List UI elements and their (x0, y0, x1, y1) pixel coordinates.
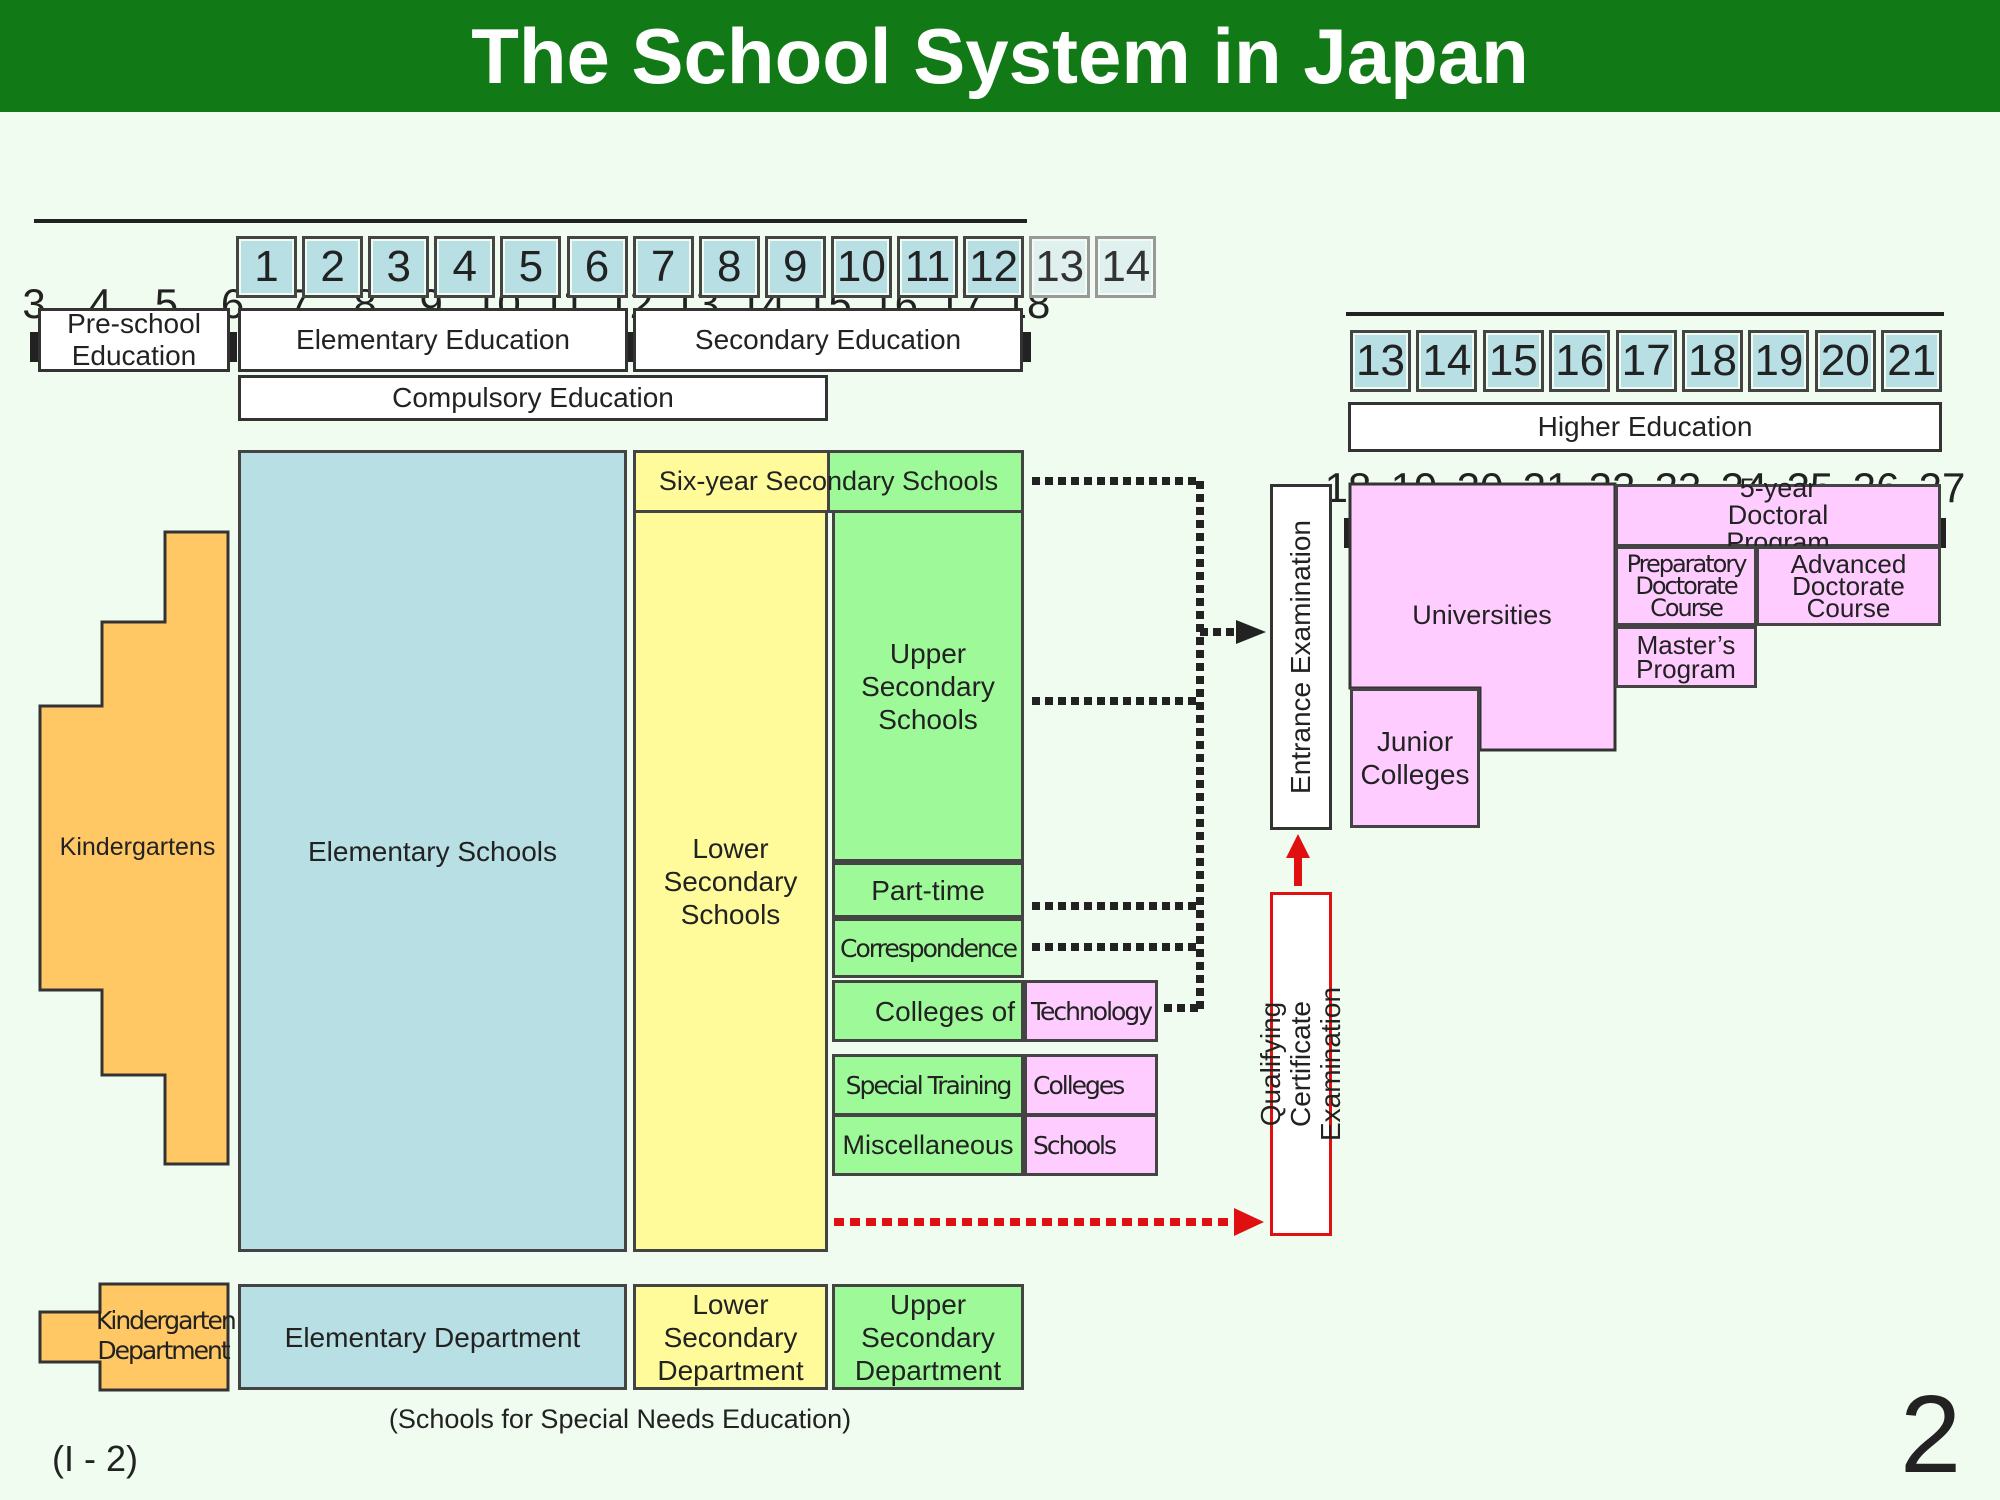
top-age-tick (30, 332, 38, 362)
top-age-tick (625, 332, 634, 362)
special-needs-caption: (Schools for Special Needs Education) (388, 1404, 852, 1434)
top-grade-box: 11 (897, 236, 958, 298)
top-age-tick (228, 332, 237, 362)
higher-age-tick (1938, 518, 1946, 548)
elementary-department-block: Elementary Department (238, 1284, 627, 1390)
higher-grade-box: 19 (1748, 330, 1810, 392)
technology-label: Technology (1030, 996, 1153, 1026)
kindergarten-department-shape (38, 1282, 230, 1392)
title-bar: The School System in Japan (0, 0, 2000, 112)
masters-program-block: Master’s Program (1615, 626, 1757, 688)
higher-grade-box: 21 (1881, 330, 1943, 392)
special-training-colleges-block: Colleges (1024, 1054, 1158, 1116)
higher-grade-box: 18 (1682, 330, 1743, 392)
elementary-education-label: Elementary Education (238, 308, 628, 372)
qualifying-exam-arrowhead (1234, 1208, 1264, 1236)
higher-grade-box: 14 (1416, 330, 1478, 392)
higher-grade-box: 20 (1814, 330, 1876, 392)
lower-secondary-schools-block: Lower Secondary Schools (633, 510, 828, 1252)
special-training-label: Special Training (845, 1070, 1013, 1100)
preparatory-doctorate-block: Preparatory Doctorate Course (1615, 546, 1757, 626)
qualifying-to-entrance-arrowhead (1286, 834, 1310, 858)
top-grade-box: 2 (302, 236, 364, 298)
upper-secondary-schools-block: Upper Secondary Schools (832, 510, 1024, 862)
colleges-of-technology-right: Technology (1024, 980, 1158, 1042)
miscellaneous-label: Miscellaneous (842, 1129, 1014, 1160)
higher-age-tick (1344, 518, 1352, 548)
junior-colleges-label: Junior Colleges (1360, 726, 1470, 790)
top-grade-box: 10 (830, 236, 892, 298)
six-year-secondary-left (633, 450, 830, 513)
page-number: 2 (1900, 1373, 1962, 1496)
lower-secondary-schools-label: Lower Secondary Schools (663, 832, 798, 930)
part-time-block: Part-time (832, 862, 1024, 918)
higher-grade-box: 13 (1350, 330, 1411, 392)
preschool-education-label: Pre-school Education (38, 308, 230, 372)
kindergartens-label: Kindergartens (59, 833, 216, 861)
higher-grade-box: 16 (1549, 330, 1611, 392)
colleges-label: Colleges (1033, 1070, 1125, 1100)
higher-grade-box: 15 (1482, 330, 1544, 392)
higher-grade-box: 17 (1615, 330, 1677, 392)
top-grade-box: 3 (368, 236, 430, 298)
colleges-of-label: Colleges of (874, 995, 1015, 1027)
qualifying-certificate-examination-box: Qualifying Certificate Examination (1255, 892, 1346, 1236)
top-grade-box: 7 (632, 236, 694, 298)
lower-secondary-department-label: Lower Secondary Department (657, 1288, 804, 1386)
elementary-department-label: Elementary Department (284, 1321, 581, 1353)
upper-secondary-schools-label: Upper Secondary Schools (861, 637, 995, 735)
top-grade-box: 9 (764, 236, 826, 298)
five-year-doctoral-block: 5-year Doctoral Program (1615, 475, 1941, 556)
top-grade-box: 13 (1029, 236, 1091, 298)
page-title: The School System in Japan (471, 12, 1529, 100)
entrance-examination-box: Entrance Examination (1270, 484, 1332, 830)
universities-label: Universities (1412, 600, 1552, 630)
secondary-education-label: Secondary Education (633, 308, 1023, 372)
top-grade-box: 6 (566, 236, 628, 298)
junior-colleges-block: Junior Colleges (1350, 688, 1480, 828)
top-grade-box: 4 (434, 236, 496, 298)
masters-program-label: Master’s Program (1636, 630, 1736, 684)
top-age-tick (1023, 332, 1031, 362)
age-scale-higher-line (1346, 312, 1944, 316)
entrance-exam-arrowhead (1236, 620, 1266, 644)
age-scale-top-line (34, 219, 1027, 223)
miscellaneous-block: Miscellaneous (832, 1114, 1024, 1176)
elementary-schools-block: Elementary Schools (238, 450, 627, 1252)
slide-reference: (I - 2) (52, 1438, 138, 1479)
upper-secondary-department-block: Upper Secondary Department (832, 1284, 1024, 1390)
special-training-block: Special Training (832, 1054, 1024, 1116)
miscellaneous-schools-block: Schools (1024, 1114, 1158, 1176)
correspondence-block: Correspondence (832, 918, 1024, 978)
part-time-label: Part-time (871, 874, 985, 906)
higher-education-label: Higher Education (1348, 402, 1942, 452)
colleges-of-technology-left: Colleges of (832, 980, 1024, 1042)
schools-label: Schools (1033, 1130, 1117, 1160)
upper-secondary-department-label: Upper Secondary Department (854, 1288, 1002, 1386)
advanced-doctorate-label: Advanced Doctorate Course (1790, 549, 1907, 623)
lower-secondary-department-block: Lower Secondary Department (633, 1284, 828, 1390)
preparatory-doctorate-label: Preparatory Doctorate Course (1626, 550, 1748, 622)
correspondence-label: Correspondence (840, 933, 1018, 963)
six-year-secondary-label: Six-year Secondary Schools (658, 466, 999, 496)
advanced-doctorate-block: Advanced Doctorate Course (1756, 546, 1941, 626)
five-year-doctoral-label: 5-year Doctoral Program (1726, 473, 1830, 557)
top-grade-box: 12 (963, 236, 1025, 298)
top-grade-box: 5 (500, 236, 562, 298)
top-grade-box: 1 (236, 236, 297, 298)
elementary-schools-label: Elementary Schools (307, 835, 557, 867)
compulsory-education-label: Compulsory Education (238, 375, 828, 421)
kindergartens-shape (38, 530, 230, 1166)
top-grade-box: 8 (698, 236, 760, 298)
kindergarten-department-label: Kindergarten Department (96, 1306, 237, 1365)
top-grade-box: 14 (1095, 236, 1157, 298)
